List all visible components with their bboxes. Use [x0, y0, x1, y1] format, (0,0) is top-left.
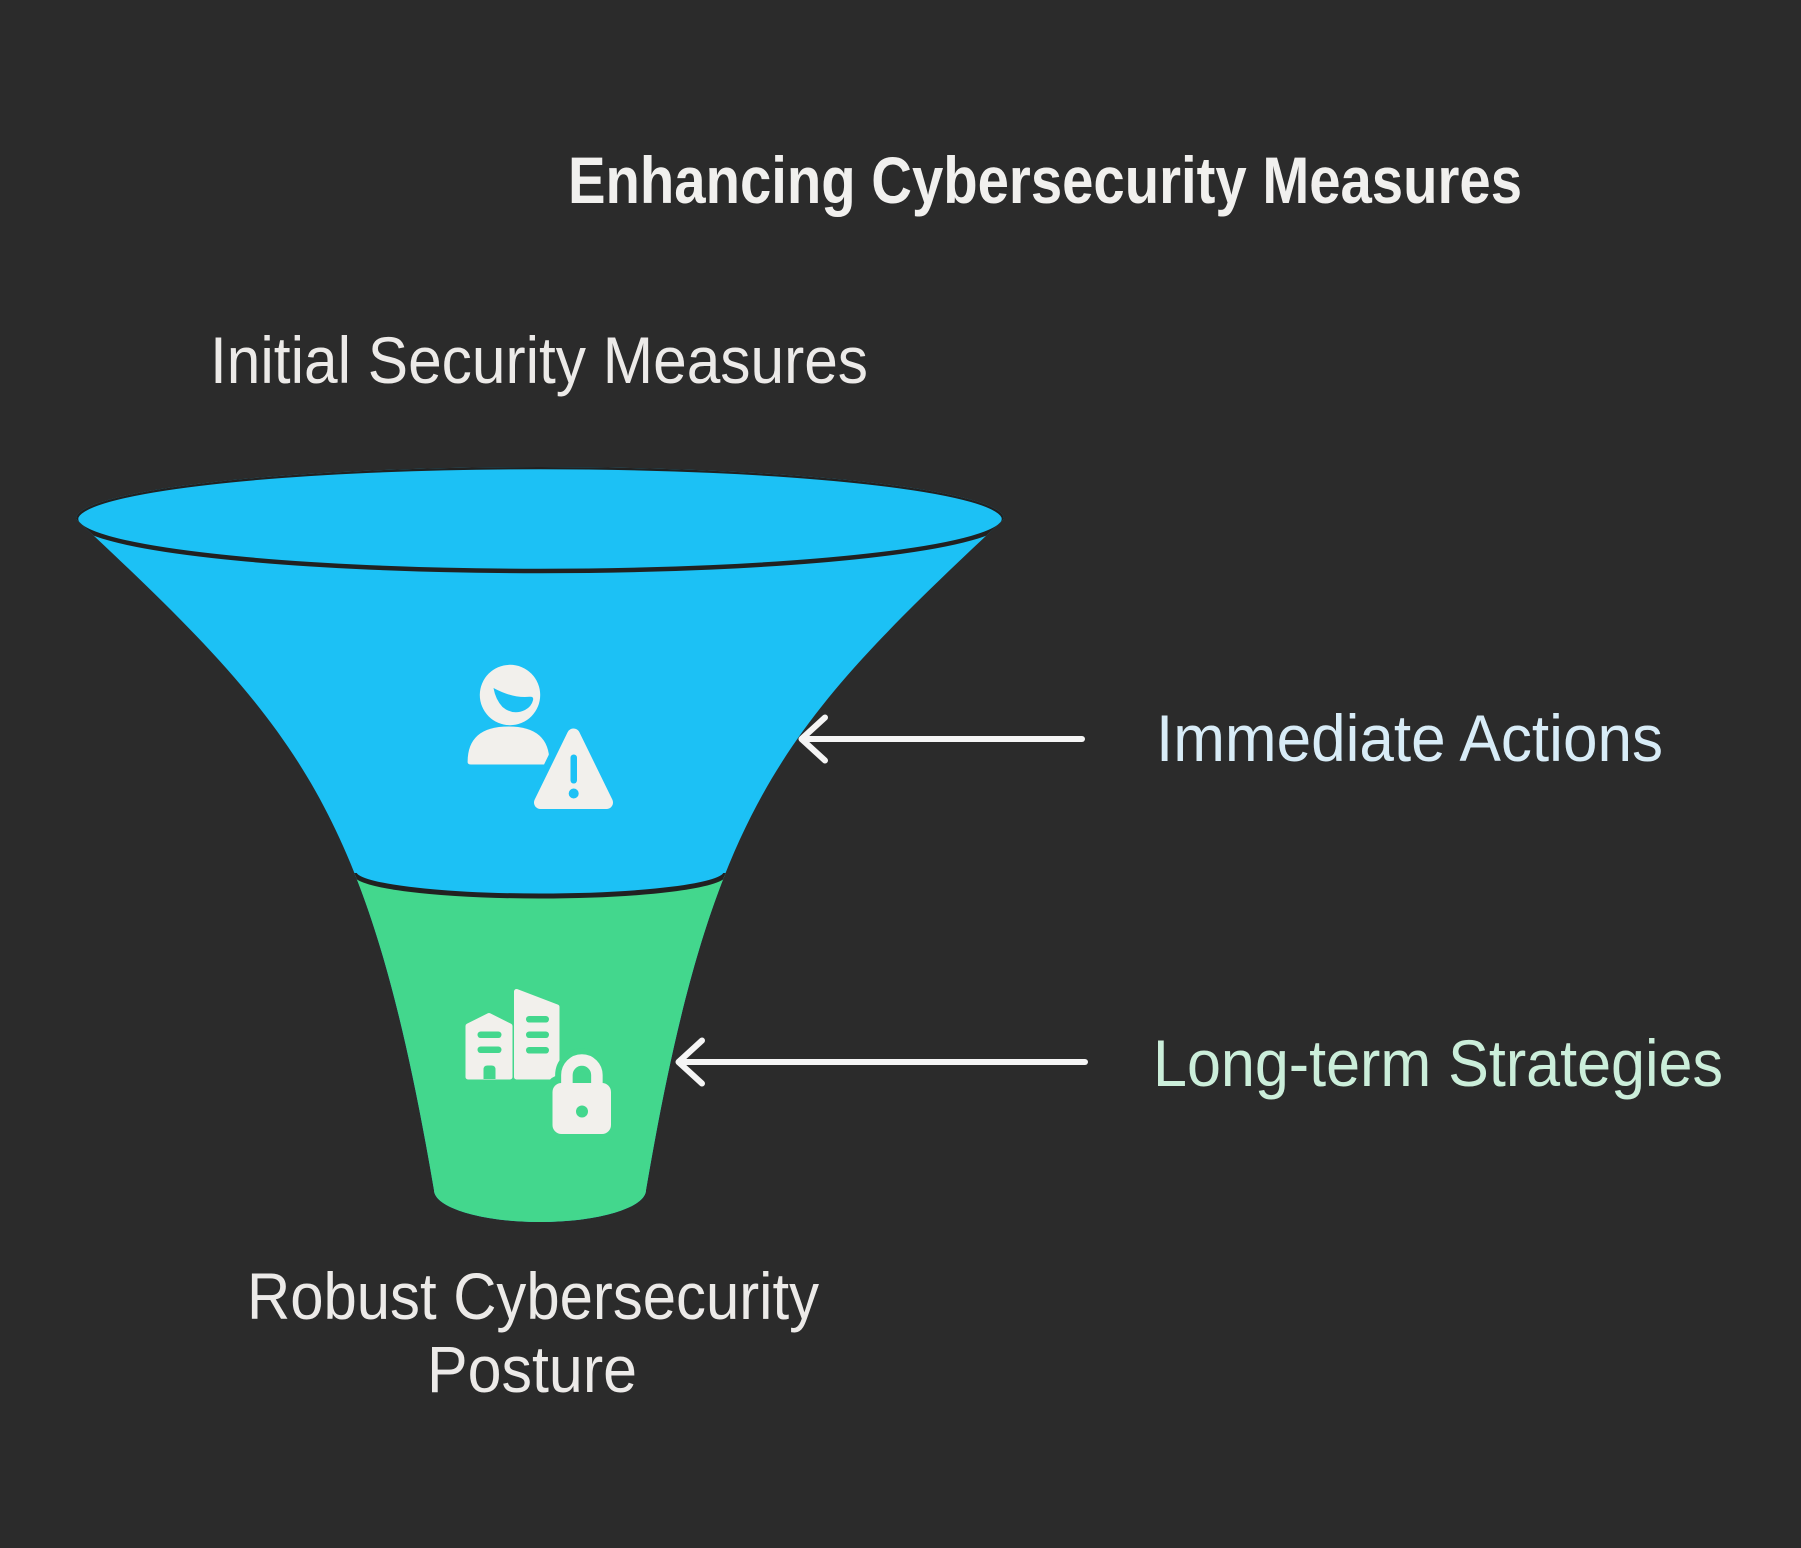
- svg-text:Robust Cybersecurity: Robust Cybersecurity: [247, 1260, 819, 1333]
- svg-text:Long-term Strategies: Long-term Strategies: [1153, 1027, 1723, 1100]
- svg-text:Initial Security Measures: Initial Security Measures: [210, 324, 868, 397]
- svg-text:Enhancing Cybersecurity Measur: Enhancing Cybersecurity Measures: [568, 144, 1522, 217]
- svg-text:Immediate Actions: Immediate Actions: [1156, 702, 1663, 775]
- svg-text:Posture: Posture: [427, 1333, 637, 1406]
